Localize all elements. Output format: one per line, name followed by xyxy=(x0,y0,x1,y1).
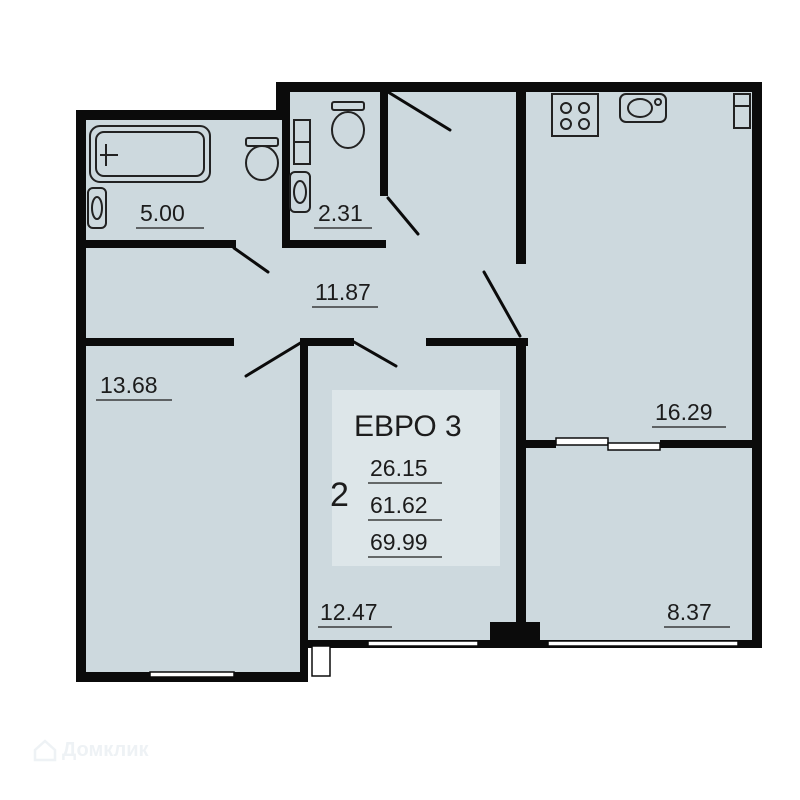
door-swing xyxy=(482,270,522,338)
apartment-type-label: ЕВРО 3 xyxy=(354,410,462,443)
floor-areas xyxy=(84,88,754,674)
window xyxy=(547,640,739,647)
wall xyxy=(84,338,234,346)
window xyxy=(149,671,235,678)
room-area-center: 12.47 xyxy=(320,599,378,625)
wall-column xyxy=(490,622,540,646)
wall xyxy=(516,338,526,640)
wall xyxy=(426,338,528,346)
room-labels: 5.00 2.31 11.87 13.68 16.29 12.47 8.37 xyxy=(96,200,730,628)
kitchen-sink-icon xyxy=(619,93,667,123)
toilet-icon xyxy=(245,137,279,181)
bathtub-icon xyxy=(89,125,211,183)
watermark: Домклик xyxy=(32,738,149,762)
info-box-background xyxy=(332,390,500,566)
partition-openings xyxy=(555,437,661,451)
floor-wc xyxy=(282,88,386,244)
room-area-wc: 2.31 xyxy=(318,200,363,226)
room-area-hall: 11.87 xyxy=(315,279,371,305)
windows xyxy=(149,640,739,678)
watermark-text: Домклик xyxy=(62,738,149,761)
apartment-info-box: ЕВРО 3 2 26.15 61.62 69.99 xyxy=(330,390,500,566)
wall xyxy=(84,240,236,248)
rooms-count: 2 xyxy=(330,476,349,514)
sliding-door xyxy=(555,437,609,446)
wall xyxy=(516,88,526,264)
wall xyxy=(76,110,86,682)
wall xyxy=(660,440,754,448)
room-area-right: 8.37 xyxy=(667,599,712,625)
fridge-icon xyxy=(733,93,751,129)
home-icon xyxy=(33,739,57,762)
wall xyxy=(76,110,284,120)
door-swing xyxy=(352,340,398,368)
wall xyxy=(282,92,290,248)
floor-hall xyxy=(84,244,520,344)
door-swing xyxy=(232,246,270,274)
floor-room-right xyxy=(520,444,754,640)
door-swing xyxy=(386,90,452,132)
room-area-bathroom: 5.00 xyxy=(140,200,185,226)
wall xyxy=(752,82,762,648)
total-area-with-balcony: 69.99 xyxy=(370,529,428,555)
room-area-bedroom: 13.68 xyxy=(100,372,158,398)
door-swings xyxy=(232,90,522,378)
wall xyxy=(300,338,354,346)
floor-bedroom xyxy=(84,344,300,674)
living-area: 26.15 xyxy=(370,455,428,481)
floor-kitchen xyxy=(520,88,754,444)
sink-icon xyxy=(289,171,311,213)
shelf-icon xyxy=(293,119,311,165)
door-swing xyxy=(386,196,420,236)
stove-icon xyxy=(551,93,599,137)
room-area-kitchen-living: 16.29 xyxy=(655,399,713,425)
wall xyxy=(276,82,460,92)
door-swing xyxy=(244,340,304,378)
wall xyxy=(276,82,286,120)
window xyxy=(367,640,479,647)
sliding-door xyxy=(607,442,661,451)
wall xyxy=(520,440,556,448)
wall xyxy=(456,82,762,92)
wall xyxy=(282,240,386,248)
window xyxy=(311,645,331,677)
toilet-icon xyxy=(331,101,365,149)
sink-icon xyxy=(87,187,107,229)
wall xyxy=(380,92,388,196)
total-area: 61.62 xyxy=(370,492,428,518)
wall xyxy=(300,344,308,682)
